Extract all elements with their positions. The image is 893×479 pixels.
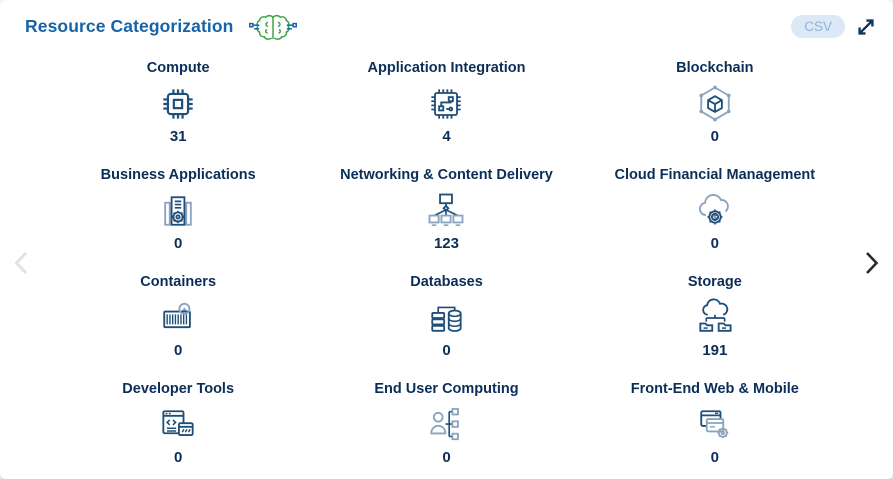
category-count: 0 — [173, 342, 183, 359]
category-label: Databases — [410, 274, 483, 290]
networking-content-delivery-icon — [312, 186, 580, 235]
storage-icon — [581, 293, 849, 342]
category-cell[interactable]: Developer Tools 0 — [44, 373, 312, 479]
category-count: 0 — [710, 449, 719, 466]
category-label: End User Computing — [374, 381, 519, 397]
category-cell[interactable]: Compute 31 — [44, 52, 312, 159]
category-count: 123 — [433, 235, 459, 252]
category-cell[interactable]: Containers 0 — [44, 266, 312, 373]
category-count: 191 — [702, 342, 728, 359]
compute-icon — [44, 79, 312, 128]
carousel-prev-column — [0, 46, 44, 479]
carousel-next-column — [849, 46, 893, 479]
svg-text:$: $ — [713, 214, 717, 221]
category-count: 0 — [442, 342, 451, 359]
application-integration-icon — [312, 79, 580, 128]
category-cell[interactable]: Storage 191 — [581, 266, 849, 373]
widget-header: Resource Categorization — [0, 0, 893, 44]
category-count: 0 — [710, 128, 719, 145]
category-count: 0 — [710, 235, 719, 252]
category-label: Compute — [146, 60, 210, 76]
category-count: 4 — [442, 128, 451, 145]
category-cell[interactable]: Cloud Financial Management $ 0 — [581, 159, 849, 266]
category-cell[interactable]: Networking & Content Delivery 123 — [312, 159, 580, 266]
ai-brain-icon — [249, 13, 298, 41]
chevron-right-icon[interactable] — [857, 246, 885, 280]
category-label: Containers — [140, 274, 217, 290]
chevron-left-icon[interactable] — [8, 247, 36, 279]
category-label: Business Applications — [100, 167, 256, 183]
category-count: 31 — [169, 128, 187, 145]
cloud-financial-management-icon: $ — [581, 186, 849, 235]
csv-export-button[interactable]: CSV — [791, 15, 845, 38]
developer-tools-icon — [44, 400, 312, 449]
category-label: Blockchain — [676, 60, 754, 76]
category-count: 0 — [173, 235, 183, 252]
databases-icon — [312, 293, 580, 342]
page-title: Resource Categorization — [25, 16, 234, 36]
end-user-computing-icon — [312, 400, 580, 449]
category-label: Storage — [687, 274, 742, 290]
category-label: Developer Tools — [122, 381, 235, 397]
category-cell[interactable]: Application Integration 4 — [312, 52, 580, 159]
category-cell[interactable]: Business Applications 0 — [44, 159, 312, 266]
expand-icon[interactable] — [855, 16, 877, 38]
category-grid: Compute 31 Application Integration 4 Blo… — [44, 46, 849, 479]
category-cell[interactable]: End User Computing 0 — [312, 373, 580, 479]
blockchain-icon — [581, 79, 849, 128]
category-count: 0 — [442, 449, 451, 466]
category-count: 0 — [173, 449, 183, 466]
category-cell[interactable]: Front-End Web & Mobile 0 — [581, 373, 849, 479]
category-label: Networking & Content Delivery — [340, 167, 553, 183]
containers-icon — [44, 293, 312, 342]
business-applications-icon — [44, 186, 312, 235]
front-end-web-mobile-icon — [581, 400, 849, 449]
category-cell[interactable]: Blockchain 0 — [581, 52, 849, 159]
category-label: Cloud Financial Management — [614, 167, 816, 183]
category-label: Front-End Web & Mobile — [630, 381, 799, 397]
category-carousel: Compute 31 Application Integration 4 Blo… — [0, 46, 893, 479]
category-cell[interactable]: Databases 0 — [312, 266, 580, 373]
category-label: Application Integration — [367, 60, 526, 76]
